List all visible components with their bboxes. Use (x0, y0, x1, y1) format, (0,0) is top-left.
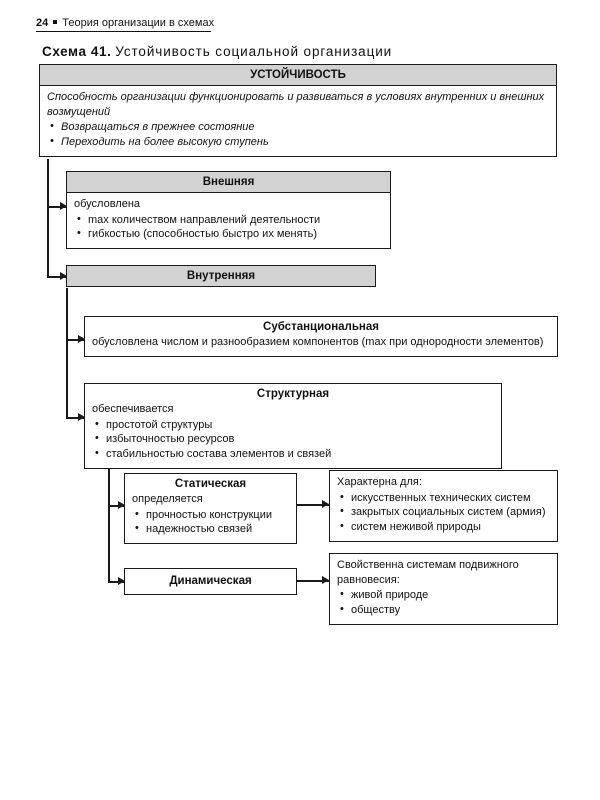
list-item: Возвращаться в прежнее состояние (47, 119, 549, 135)
node-substantial-body: обусловлена числом и разнообразием компо… (85, 334, 557, 356)
node-static-intro: определяется (132, 493, 203, 505)
node-structural-intro: обеспечивается (92, 403, 174, 415)
node-structural-list: простотой структуры избыточностью ресурс… (92, 417, 494, 463)
connector-trunk-internal (66, 288, 68, 418)
running-head: 24 Теория организации в схемах (36, 17, 556, 31)
node-dynamic-note: Свойственна системам подвижного равновес… (329, 553, 558, 625)
node-structural-header: Структурная (85, 384, 501, 401)
node-static-body: определяется прочностью конструкции наде… (125, 491, 296, 543)
connector-trunk-main (47, 159, 49, 277)
node-stability-root-body: Способность организации функционировать … (40, 86, 556, 156)
arrow-to-substantial (78, 335, 85, 343)
node-dynamic-header: Динамическая (125, 569, 296, 594)
node-dynamic-note-intro: Свойственна системам подвижного равновес… (337, 559, 519, 586)
node-dynamic-note-body: Свойственна системам подвижного равновес… (330, 554, 557, 624)
node-static-note: Характерна для: искусственных технически… (329, 470, 558, 543)
arrow-to-external (60, 202, 67, 210)
connector-to-substantial (66, 339, 85, 341)
arrow-to-static (118, 501, 125, 509)
connector-trunk-structural (108, 461, 110, 583)
connector-dynamic-to-note (297, 580, 329, 582)
node-dynamic-note-list: живой природе обществу (337, 587, 550, 618)
list-item: систем неживой природы (337, 519, 550, 535)
arrow-dynamic-to-note (322, 576, 329, 584)
arrow-static-to-note (322, 500, 329, 508)
node-static: Статическая определяется прочностью конс… (124, 473, 297, 545)
node-external-body: обусловлена max количеством направлений … (67, 193, 390, 248)
node-structural-body: обеспечивается простотой структуры избыт… (85, 401, 501, 468)
page-header: 24 Теория организации в схемах (36, 17, 556, 32)
scheme-label: Схема 41. (42, 44, 112, 59)
list-item: max количеством направлений деятельности (74, 212, 383, 228)
list-item: стабильностью состава элементов и связей (92, 446, 494, 462)
connector-to-dynamic (108, 581, 125, 583)
list-item: закрытых социальных систем (армия) (337, 504, 550, 520)
node-external: Внешняя обусловлена max количеством напр… (66, 171, 391, 250)
node-static-note-body: Характерна для: искусственных технически… (330, 471, 557, 541)
node-substantial-header: Субстанциональная (85, 317, 557, 334)
node-static-list: прочностью конструкции надежностью связе… (132, 507, 289, 538)
list-item: искусственных технических систем (337, 490, 550, 506)
node-static-note-intro: Характерна для: (337, 476, 422, 488)
page-number: 24 (36, 17, 49, 29)
arrow-to-internal (60, 272, 67, 280)
node-stability-root-list: Возвращаться в прежнее состояние Переход… (47, 119, 549, 150)
node-substantial-intro: обусловлена числом и разнообразием компо… (92, 336, 544, 348)
node-external-list: max количеством направлений деятельности… (74, 212, 383, 243)
node-dynamic: Динамическая (124, 568, 297, 595)
list-item: простотой структуры (92, 417, 494, 433)
node-stability-root: УСТОЙЧИВОСТЬ Способность организации фун… (39, 64, 557, 157)
connector-to-internal (47, 276, 67, 278)
list-item: избыточностью ресурсов (92, 431, 494, 447)
list-item: надежностью связей (132, 521, 289, 537)
node-static-note-list: искусственных технических систем закрыты… (337, 490, 550, 536)
square-bullet-icon (53, 20, 58, 24)
node-substantial: Субстанциональная обусловлена числом и р… (84, 316, 558, 357)
node-external-header: Внешняя (67, 172, 390, 193)
list-item: Переходить на более высокую ступень (47, 134, 549, 150)
arrow-to-structural (78, 413, 85, 421)
header-rule (36, 31, 211, 32)
node-stability-root-header: УСТОЙЧИВОСТЬ (40, 65, 556, 86)
node-stability-root-intro: Способность организации функционировать … (47, 91, 545, 118)
node-static-header: Статическая (125, 474, 296, 491)
connector-to-structural (66, 417, 85, 419)
node-structural: Структурная обеспечивается простотой стр… (84, 383, 502, 470)
list-item: обществу (337, 602, 550, 618)
arrow-to-dynamic (118, 577, 125, 585)
connector-to-static (108, 505, 125, 507)
connector-static-to-note (297, 504, 329, 506)
list-item: гибкостью (способностью быстро их менять… (74, 226, 383, 242)
list-item: прочностью конструкции (132, 507, 289, 523)
scheme-title-text: Устойчивость социальной организации (115, 44, 393, 59)
node-internal: Внутренняя (66, 265, 376, 287)
connector-to-external (47, 206, 67, 208)
node-internal-header: Внутренняя (67, 266, 375, 286)
running-title: Теория организации в схемах (62, 17, 215, 29)
node-external-intro: обусловлена (74, 198, 141, 210)
scheme-caption: Схема 41. Устойчивость социальной органи… (42, 44, 392, 59)
list-item: живой природе (337, 587, 550, 603)
